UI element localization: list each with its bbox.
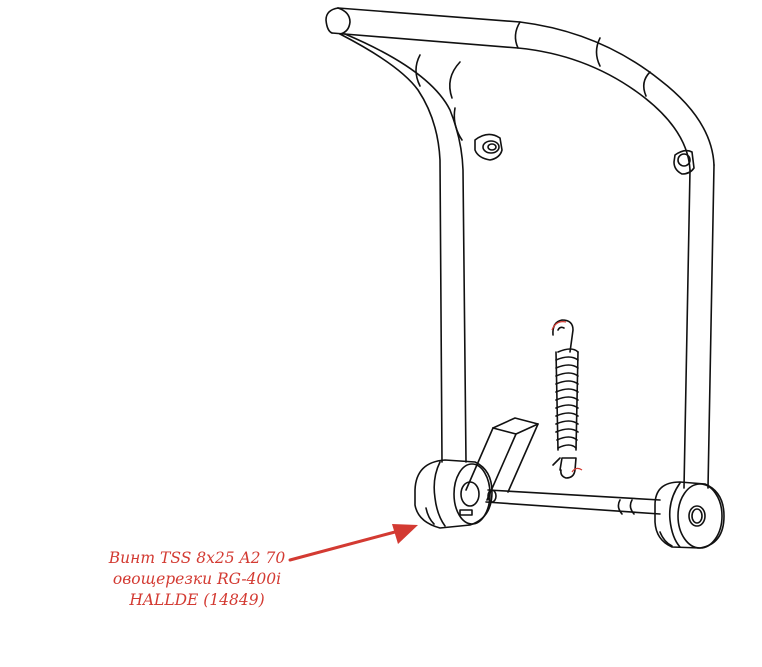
left-wheel xyxy=(414,459,493,529)
right-knob xyxy=(673,149,695,175)
callout-line-2: овощерезки RG-400i xyxy=(112,570,282,588)
lever xyxy=(460,417,539,507)
axle-rod xyxy=(485,489,661,515)
callout-line-1: Винт TSS 8x25 A2 70 xyxy=(108,549,286,567)
left-post xyxy=(339,33,467,463)
spring xyxy=(552,319,579,479)
part-callout-label: Винт TSS 8x25 A2 70 овощерезки RG-400i H… xyxy=(92,548,302,611)
top-frame-bar xyxy=(325,7,715,171)
right-wheel xyxy=(654,481,725,549)
callout-arrow xyxy=(288,524,418,562)
left-knob xyxy=(474,133,503,161)
callout-line-3: HALLDE (14849) xyxy=(129,591,265,609)
right-post xyxy=(683,164,715,489)
spring-hook-marks xyxy=(551,321,583,473)
